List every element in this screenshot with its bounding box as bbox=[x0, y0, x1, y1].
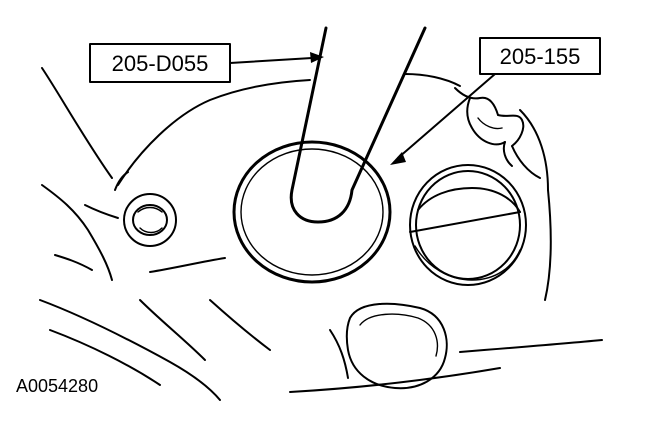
figure-reference-number: A0054280 bbox=[16, 376, 98, 396]
callout-label-tool-right: 205-155 bbox=[500, 44, 581, 69]
callout-205-D055: 205-D055 bbox=[89, 43, 324, 83]
upper-right-notches bbox=[454, 87, 541, 179]
right-bore bbox=[409, 164, 527, 286]
lower-slot bbox=[345, 302, 448, 390]
callout-205-155: 205-155 bbox=[390, 37, 601, 165]
bolt-hole bbox=[123, 193, 177, 247]
lower-structure bbox=[39, 299, 603, 401]
housing-outline bbox=[41, 67, 552, 301]
tool-shaft bbox=[289, 26, 427, 224]
callout-label-tool-left: 205-D055 bbox=[112, 51, 209, 76]
seal bbox=[232, 140, 392, 284]
